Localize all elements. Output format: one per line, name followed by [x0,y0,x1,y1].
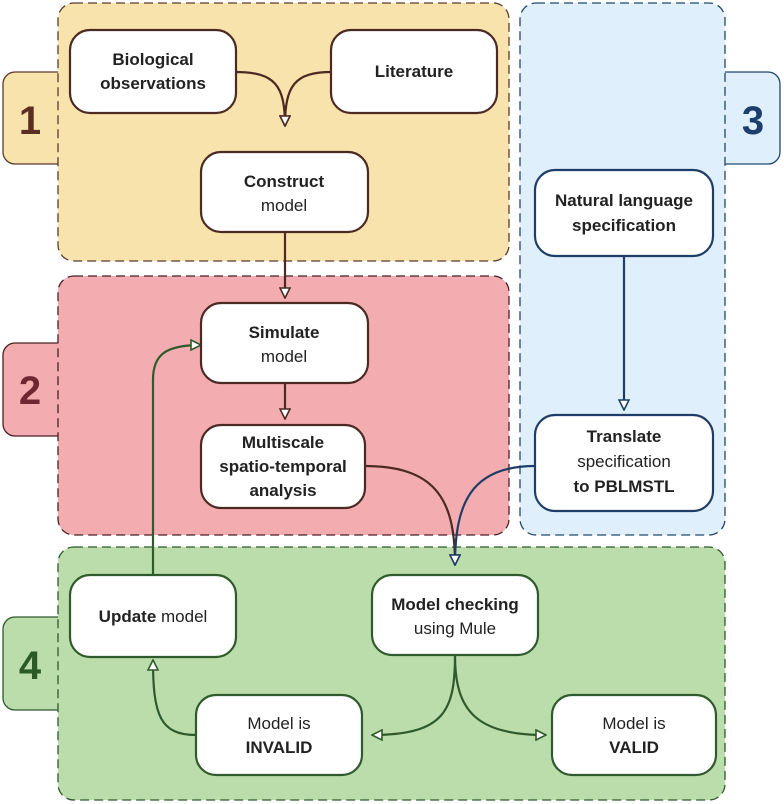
node-invalid-line2: INVALID [246,738,313,757]
node-construct-model: Construct model [199,150,370,234]
node-literature: Literature [329,28,499,115]
node-bio-line1: Biological [112,50,193,69]
stage-3-number: 3 [742,99,764,143]
node-construct-line1: Construct [244,172,325,191]
node-simulate-model: Simulate model [199,301,370,385]
stage-2-number: 2 [19,369,41,413]
node-checking-line2: using Mule [414,619,496,638]
stage-3-panel: 3 [519,2,781,536]
node-model-invalid: Model is INVALID [194,693,364,777]
node-biological-observations: Biological observations [68,28,238,115]
stage-4-number: 4 [19,644,42,688]
node-multiscale-line1: Multiscale [242,433,324,452]
node-model-valid: Model is VALID [550,693,718,777]
node-translate-line3: to PBLMSTL [573,477,674,496]
node-simulate-line1: Simulate [249,323,320,342]
arrow-checking-to-valid [453,654,546,735]
node-natural-language-spec: Natural language specification [533,168,715,258]
node-translate-line2: specification [577,452,671,471]
node-valid-line2: VALID [609,738,659,757]
arrow-multiscale-to-checking [364,464,455,565]
stage-1-number: 1 [19,99,41,143]
node-invalid-line1: Model is [247,714,310,733]
arrow-update-to-simulate [151,345,201,575]
node-update-bold: Update [99,607,157,626]
node-model-checking: Model checking using Mule [370,573,540,657]
node-multiscale-line3: analysis [249,481,316,500]
node-update-model: Update model [68,573,238,659]
node-bio-line2: observations [100,74,206,93]
node-multiscale-line2: spatio-temporal [219,457,347,476]
arrow-translate-to-checking [455,464,536,565]
node-checking-line1: Model checking [391,595,519,614]
arrow-invalid-to-update [153,660,197,737]
stage-3-area [519,2,726,536]
node-simulate-line2: model [261,347,307,366]
node-construct-line2: model [261,196,307,215]
node-translate-spec: Translate specification to PBLMSTL [533,413,715,513]
node-update-rest: model [156,607,207,626]
node-update-text: Update model [99,607,208,626]
node-natural-line1: Natural language [555,191,693,210]
stage-2-area [57,275,510,536]
node-valid-line1: Model is [602,714,665,733]
stage-2-panel: 2 [2,275,510,536]
node-multiscale-analysis: Multiscale spatio-temporal analysis [199,423,367,510]
arrow-checking-to-invalid [372,654,457,735]
node-translate-line1: Translate [587,427,662,446]
arrow-literature-to-construct [285,70,333,126]
node-literature-line1: Literature [375,62,453,81]
node-natural-line2: specification [572,216,676,235]
